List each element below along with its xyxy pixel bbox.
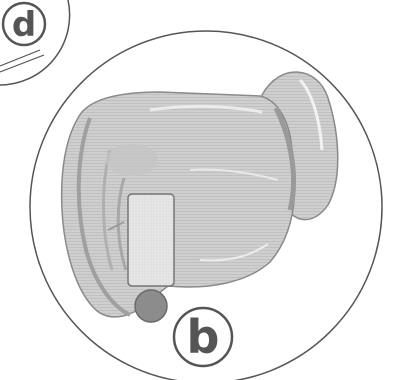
label-d: d (3, 3, 45, 45)
card-icon (128, 194, 174, 286)
label-b-text: b (187, 310, 220, 364)
contact-dot-icon (135, 290, 167, 322)
label-b: b (174, 308, 232, 366)
label-d-text: d (12, 5, 36, 45)
